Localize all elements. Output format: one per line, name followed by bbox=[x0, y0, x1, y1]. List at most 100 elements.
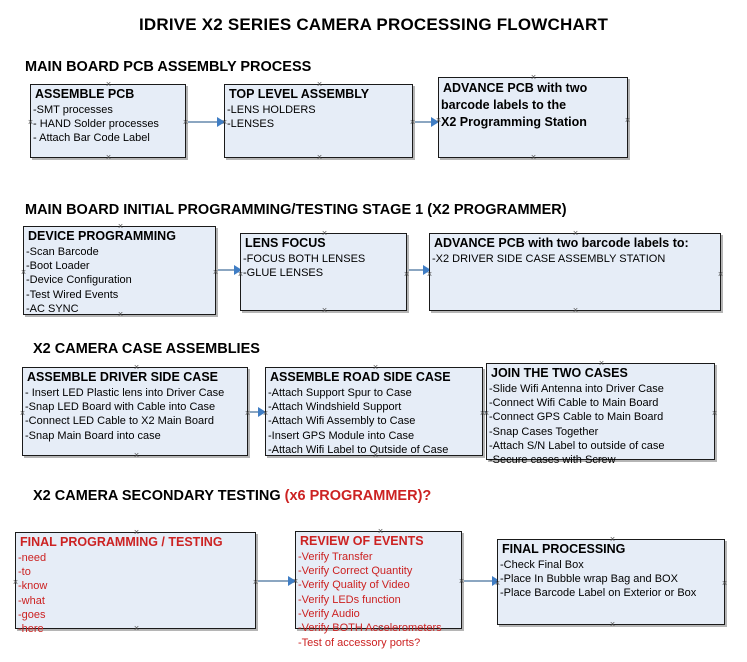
list-item: -LENSES bbox=[227, 118, 275, 131]
node-advance-pcb-programming-station[interactable]: ADVANCE PCB with two barcode labels to t… bbox=[438, 77, 628, 158]
node-item-list: -X2 DRIVER SIDE CASE ASSEMBLY STATION bbox=[430, 252, 720, 266]
handle-top-icon[interactable] bbox=[376, 527, 385, 536]
node-final-processing[interactable]: FINAL PROCESSING -Check Final Box -Place… bbox=[497, 539, 725, 625]
list-item: -Device Configuration bbox=[26, 274, 132, 287]
node-top-level-assembly[interactable]: TOP LEVEL ASSEMBLY -LENS HOLDERS -LENSES bbox=[224, 84, 413, 158]
handle-right-icon[interactable] bbox=[720, 579, 729, 588]
handle-top-icon[interactable] bbox=[608, 535, 617, 544]
node-title: JOIN THE TWO CASES bbox=[491, 366, 628, 380]
handle-top-icon[interactable] bbox=[571, 229, 580, 238]
handle-top-icon[interactable] bbox=[104, 80, 113, 89]
handle-left-icon[interactable] bbox=[291, 577, 300, 586]
handle-bottom-icon[interactable] bbox=[376, 624, 385, 633]
list-item: -need bbox=[18, 551, 47, 564]
list-item: -Verify Quality of Video bbox=[298, 579, 410, 592]
handle-bottom-icon[interactable] bbox=[116, 310, 125, 319]
handle-left-icon[interactable] bbox=[236, 270, 245, 279]
node-item-list: -Check Final Box -Place In Bubble wrap B… bbox=[498, 558, 724, 601]
node-item-list: -Verify Transfer -Verify Correct Quantit… bbox=[296, 550, 461, 650]
handle-left-icon[interactable] bbox=[19, 268, 28, 277]
handle-top-icon[interactable] bbox=[371, 363, 380, 372]
list-item: -Connect Wifi Cable to Main Board bbox=[489, 397, 659, 410]
list-item: -Check Final Box bbox=[500, 558, 584, 571]
section-heading-main-board-initial-programming: MAIN BOARD INITIAL PROGRAMMING/TESTING S… bbox=[25, 202, 567, 218]
handle-top-icon[interactable] bbox=[315, 80, 324, 89]
handle-bottom-icon[interactable] bbox=[371, 451, 380, 460]
list-item: -Verify BOTH Accelerometers bbox=[298, 622, 442, 635]
node-item-list: -Attach Support Spur to Case -Attach Win… bbox=[266, 386, 482, 457]
section-heading-x2-camera-secondary-testing: X2 CAMERA SECONDARY TESTING (x6 PROGRAMM… bbox=[33, 488, 431, 504]
list-item: - Insert LED Plastic lens into Driver Ca… bbox=[25, 386, 225, 399]
list-item: -Connect LED Cable to X2 Main Board bbox=[25, 415, 214, 428]
handle-bottom-icon[interactable] bbox=[571, 306, 580, 315]
list-item: -Verify Audio bbox=[298, 607, 360, 620]
handle-bottom-icon[interactable] bbox=[104, 153, 113, 162]
node-item-list: -LENS HOLDERS -LENSES bbox=[225, 103, 412, 132]
handle-left-icon[interactable] bbox=[261, 409, 270, 418]
node-device-programming[interactable]: DEVICE PROGRAMMING -Scan Barcode -Boot L… bbox=[23, 226, 216, 315]
handle-left-icon[interactable] bbox=[482, 409, 491, 418]
node-join-the-two-cases[interactable]: JOIN THE TWO CASES -Slide Wifi Antenna i… bbox=[486, 363, 715, 466]
node-title: FINAL PROGRAMMING / TESTING bbox=[20, 535, 223, 549]
handle-left-icon[interactable] bbox=[18, 409, 27, 418]
page-title: IDRIVE X2 SERIES CAMERA PROCESSING FLOWC… bbox=[138, 15, 609, 34]
node-title: ASSEMBLE PCB bbox=[35, 87, 135, 101]
list-item: -Boot Loader bbox=[26, 260, 90, 273]
handle-bottom-icon[interactable] bbox=[608, 620, 617, 629]
handle-top-icon[interactable] bbox=[320, 229, 329, 238]
handle-top-icon[interactable] bbox=[597, 359, 606, 368]
handle-top-icon[interactable] bbox=[116, 222, 125, 231]
handle-bottom-icon[interactable] bbox=[132, 451, 141, 460]
node-advance-pcb-driver-side-case[interactable]: ADVANCE PCB with two barcode labels to: … bbox=[429, 233, 721, 311]
connector-3-1 bbox=[250, 411, 262, 413]
node-assemble-pcb[interactable]: ASSEMBLE PCB -SMT processes - HAND Solde… bbox=[30, 84, 186, 158]
node-assemble-road-side-case[interactable]: ASSEMBLE ROAD SIDE CASE -Attach Support … bbox=[265, 367, 483, 456]
list-item: -Snap Cases Together bbox=[489, 425, 599, 438]
handle-right-icon[interactable] bbox=[716, 270, 725, 279]
list-item: -know bbox=[18, 580, 48, 593]
handle-bottom-icon[interactable] bbox=[132, 624, 141, 633]
handle-left-icon[interactable] bbox=[220, 118, 229, 127]
handle-top-icon[interactable] bbox=[529, 73, 538, 82]
list-item: -SMT processes bbox=[33, 103, 113, 116]
handle-left-icon[interactable] bbox=[11, 578, 20, 587]
handle-right-icon[interactable] bbox=[402, 270, 411, 279]
node-assemble-driver-side-case[interactable]: ASSEMBLE DRIVER SIDE CASE - Insert LED P… bbox=[22, 367, 248, 456]
node-item-list: -Scan Barcode -Boot Loader -Device Confi… bbox=[24, 245, 215, 316]
list-item: -Snap Main Board into case bbox=[25, 429, 161, 442]
list-item: -Verify LEDs function bbox=[298, 593, 401, 606]
handle-top-icon[interactable] bbox=[132, 528, 141, 537]
connector-4-1 bbox=[258, 580, 292, 582]
handle-bottom-icon[interactable] bbox=[315, 153, 324, 162]
connector-2-2 bbox=[409, 269, 427, 271]
node-final-programming-testing[interactable]: FINAL PROGRAMMING / TESTING -need -to -k… bbox=[15, 532, 256, 635]
node-lens-focus[interactable]: LENS FOCUS -FOCUS BOTH LENSES -GLUE LENS… bbox=[240, 233, 407, 311]
section-heading-text: MAIN BOARD PCB ASSEMBLY PROCESS bbox=[25, 59, 312, 75]
node-title: DEVICE PROGRAMMING bbox=[28, 229, 176, 243]
handle-bottom-icon[interactable] bbox=[529, 153, 538, 162]
list-item: -goes bbox=[18, 608, 46, 621]
handle-left-icon[interactable] bbox=[26, 118, 35, 127]
list-item: -Secure cases with Screw bbox=[489, 454, 616, 467]
handle-bottom-icon[interactable] bbox=[320, 306, 329, 315]
list-item: -Snap LED Board with Cable into Case bbox=[25, 401, 216, 414]
list-item: -Test Wired Events bbox=[26, 288, 119, 301]
handle-left-icon[interactable] bbox=[425, 270, 434, 279]
handle-left-icon[interactable] bbox=[434, 116, 443, 125]
list-item: -FOCUS BOTH LENSES bbox=[243, 252, 366, 265]
node-title: ASSEMBLE DRIVER SIDE CASE bbox=[27, 370, 219, 384]
handle-bottom-icon[interactable] bbox=[597, 455, 606, 464]
handle-top-icon[interactable] bbox=[132, 363, 141, 372]
handle-left-icon[interactable] bbox=[493, 579, 502, 588]
list-item: -GLUE LENSES bbox=[243, 267, 324, 280]
handle-right-icon[interactable] bbox=[710, 409, 719, 418]
list-item: -Scan Barcode bbox=[26, 245, 99, 258]
section-heading-text: MAIN BOARD INITIAL PROGRAMMING/TESTING S… bbox=[25, 202, 567, 218]
list-item: -Attach Windshield Support bbox=[268, 401, 402, 414]
node-title: FINAL PROCESSING bbox=[502, 542, 626, 556]
list-item: -to bbox=[18, 566, 31, 579]
handle-right-icon[interactable] bbox=[623, 116, 632, 125]
node-review-of-events[interactable]: REVIEW OF EVENTS -Verify Transfer -Verif… bbox=[295, 531, 462, 649]
node-item-list: -SMT processes - HAND Solder processes -… bbox=[31, 103, 185, 146]
